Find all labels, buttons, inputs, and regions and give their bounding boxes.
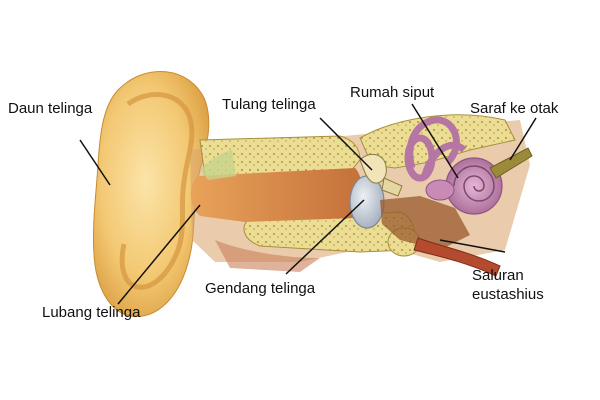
label-rumah-siput: Rumah siput xyxy=(350,84,435,101)
leader-line-saraf xyxy=(509,117,537,161)
leader-line-rumah xyxy=(411,103,459,179)
eardrum-shape xyxy=(349,175,385,229)
ossicle-stirrup xyxy=(381,177,403,197)
leader-line-lubang xyxy=(117,204,201,305)
canal-wall-skin xyxy=(200,150,236,180)
ossicles-shape xyxy=(359,153,387,184)
label-saluran-line1: Saluran xyxy=(472,267,524,284)
lower-tissue xyxy=(215,240,320,272)
label-lubang-telinga: Lubang telinga xyxy=(42,304,141,321)
middle-ear-tissue xyxy=(380,196,470,250)
leader-line-daun xyxy=(79,139,111,186)
label-daun-telinga: Daun telinga xyxy=(8,100,93,117)
ear-canal xyxy=(190,168,364,222)
label-saraf-ke-otak: Saraf ke otak xyxy=(470,100,559,117)
auditory-nerve xyxy=(489,147,533,179)
outer-ear-fold xyxy=(119,92,195,290)
label-saluran-line2: eustashius xyxy=(472,286,544,303)
leader-line-tulang xyxy=(319,117,373,171)
eustachian-tube xyxy=(413,237,501,277)
label-gendang-telinga: Gendang telinga xyxy=(205,280,316,297)
leader-line-gendang xyxy=(285,199,365,275)
leader-line-saluran xyxy=(439,239,506,253)
vestibule-shape xyxy=(425,179,455,201)
semicircular-canals xyxy=(404,116,467,182)
label-saluran-eustashius: Saluran eustashius xyxy=(472,266,544,304)
label-tulang-telinga: Tulang telinga xyxy=(222,96,316,113)
